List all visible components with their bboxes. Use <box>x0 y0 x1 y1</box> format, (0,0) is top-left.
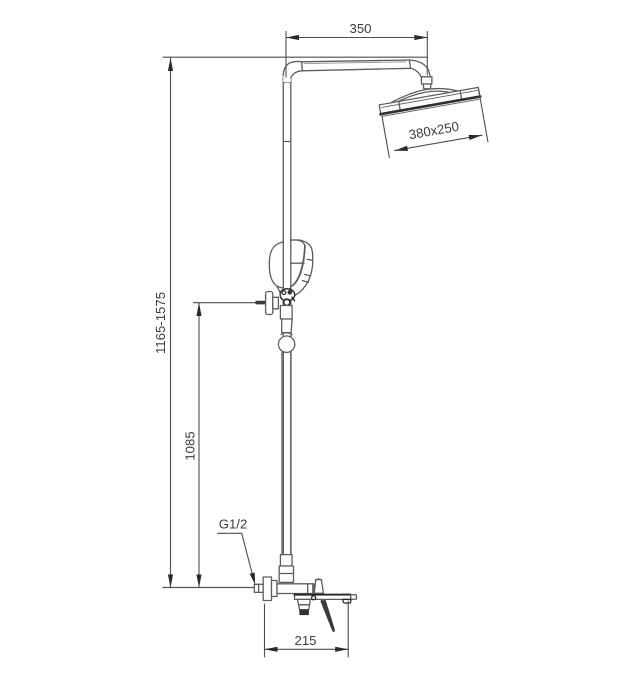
svg-text:1085: 1085 <box>183 431 198 460</box>
svg-text:1165-1575: 1165-1575 <box>153 292 168 354</box>
svg-text:380x250: 380x250 <box>408 119 460 143</box>
svg-text:350: 350 <box>349 21 371 36</box>
svg-text:215: 215 <box>294 633 316 648</box>
svg-text:G1/2: G1/2 <box>219 517 248 532</box>
